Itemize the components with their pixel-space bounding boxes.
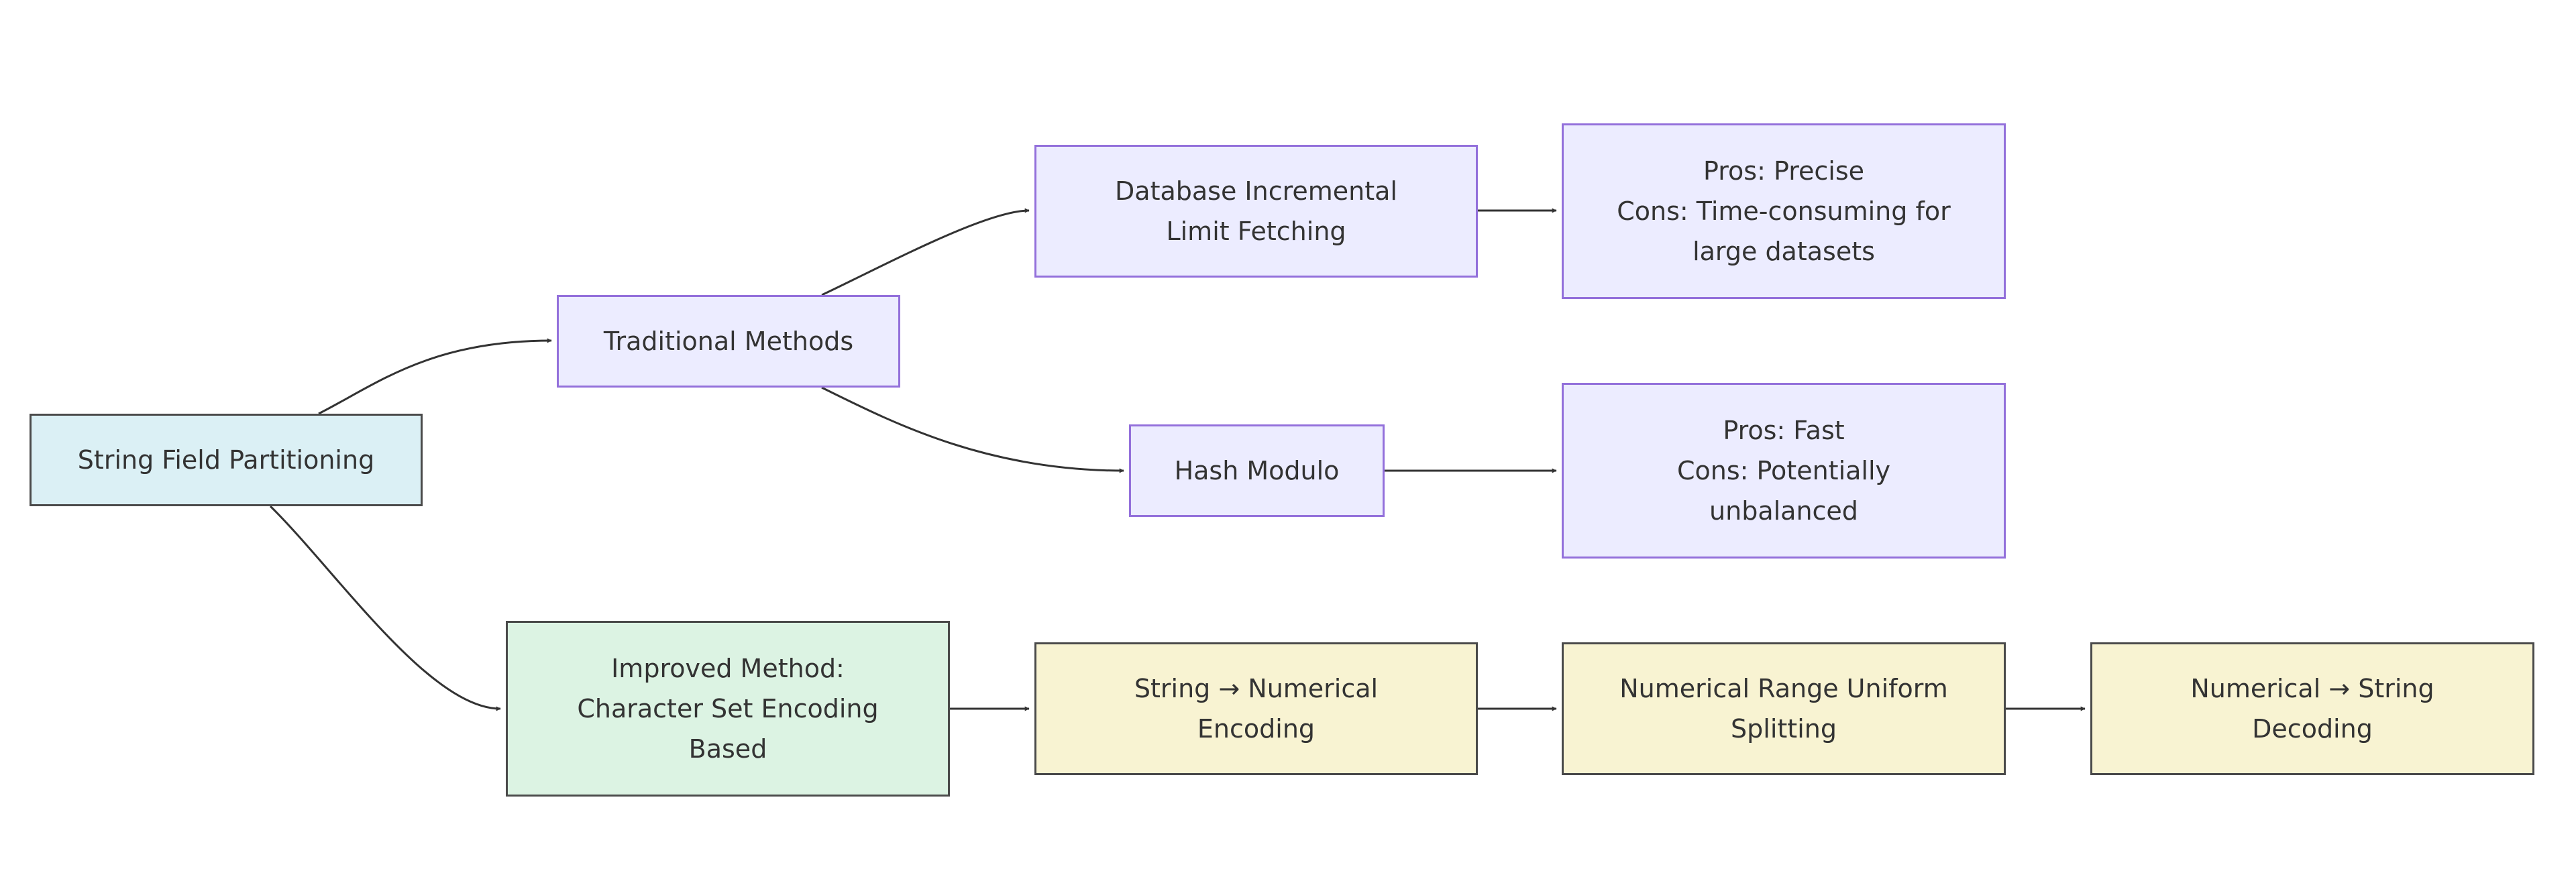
node-text-line: Numerical Range Uniform xyxy=(1619,674,1948,703)
node-text-line: large datasets xyxy=(1693,237,1875,266)
node-pros-fast-cons-unbalanced: Pros: Fast Cons: Potentially unbalanced xyxy=(1562,383,2006,559)
node-label: Pros: Fast Cons: Potentially unbalanced xyxy=(1661,410,1907,531)
node-database-incremental-limit-fetching: Database Incremental Limit Fetching xyxy=(1034,145,1478,278)
node-string-to-numerical-encoding: String → Numerical Encoding xyxy=(1034,642,1478,775)
node-label: Improved Method: Character Set Encoding … xyxy=(561,648,894,769)
edge-traditional-to-hash xyxy=(821,386,1124,473)
node-text-line: String → Numerical xyxy=(1134,674,1379,703)
node-text-line: Based xyxy=(688,734,767,764)
edge-root-to-improved xyxy=(269,505,501,711)
node-text-line: Pros: Fast xyxy=(1723,416,1845,445)
node-traditional-methods: Traditional Methods xyxy=(557,295,900,388)
node-string-field-partitioning: String Field Partitioning xyxy=(30,414,423,506)
edge-root-to-traditional xyxy=(318,338,552,415)
node-text-line: Traditional Methods xyxy=(603,327,854,356)
node-text-line: Database Incremental xyxy=(1115,176,1397,206)
node-label: Traditional Methods xyxy=(588,321,869,361)
node-label: String → Numerical Encoding xyxy=(1118,668,1394,749)
node-text-line: Cons: Time-consuming for xyxy=(1617,196,1951,226)
node-improved-method-character-set-encoding: Improved Method: Character Set Encoding … xyxy=(506,621,950,797)
node-text-line: Character Set Encoding xyxy=(577,694,879,723)
node-text-line: Encoding xyxy=(1197,714,1316,744)
node-text-line: Improved Method: xyxy=(611,654,845,683)
node-text-line: Splitting xyxy=(1731,714,1837,744)
node-text-line: Numerical → String xyxy=(2190,674,2434,703)
node-hash-modulo: Hash Modulo xyxy=(1129,424,1385,517)
node-label: Numerical Range Uniform Splitting xyxy=(1603,668,1964,749)
node-label: Database Incremental Limit Fetching xyxy=(1099,171,1413,251)
node-pros-precise-cons-time-consuming: Pros: Precise Cons: Time-consuming for l… xyxy=(1562,123,2006,299)
node-text-line: Decoding xyxy=(2252,714,2373,744)
node-text-line: String Field Partitioning xyxy=(77,445,375,475)
node-text-line: unbalanced xyxy=(1709,496,1858,526)
node-numerical-to-string-decoding: Numerical → String Decoding xyxy=(2090,642,2534,775)
node-text-line: Pros: Precise xyxy=(1703,156,1864,186)
node-label: String Field Partitioning xyxy=(62,440,390,480)
node-text-line: Cons: Potentially xyxy=(1676,456,1891,485)
node-numerical-range-uniform-splitting: Numerical Range Uniform Splitting xyxy=(1562,642,2006,775)
edge-traditional-to-database xyxy=(821,208,1030,296)
node-text-line: Hash Modulo xyxy=(1174,456,1340,485)
node-text-line: Limit Fetching xyxy=(1166,217,1346,246)
node-label: Numerical → String Decoding xyxy=(2174,668,2450,749)
node-label: Pros: Precise Cons: Time-consuming for l… xyxy=(1601,151,1966,272)
node-label: Hash Modulo xyxy=(1159,451,1356,491)
